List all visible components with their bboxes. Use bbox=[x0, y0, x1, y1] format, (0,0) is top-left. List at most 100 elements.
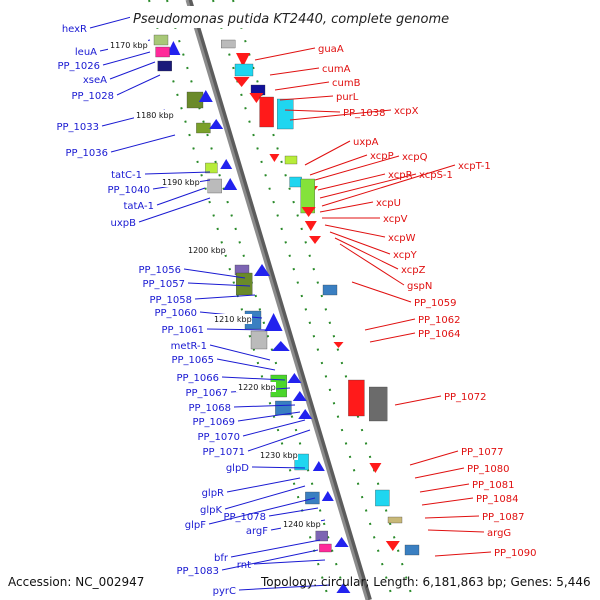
gene-label-pp-1026[interactable]: PP_1026 bbox=[57, 61, 100, 72]
gene-label-xsea[interactable]: xseA bbox=[83, 75, 107, 86]
gene-label-leua[interactable]: leuA bbox=[75, 47, 97, 58]
gene-arrow-reverse[interactable] bbox=[369, 463, 382, 473]
gene-label-pp-1087[interactable]: PP_1087 bbox=[482, 512, 525, 523]
gene-arrow-forward[interactable] bbox=[254, 264, 270, 276]
gene-label-rnt[interactable]: rnt bbox=[237, 560, 251, 571]
gene-label-tatc-1[interactable]: tatC-1 bbox=[111, 170, 142, 181]
gene-feature-block[interactable] bbox=[207, 178, 222, 194]
gene-label-pp-1061[interactable]: PP_1061 bbox=[161, 325, 204, 336]
gene-arrow-forward[interactable] bbox=[298, 409, 313, 419]
gene-label-pp-1036[interactable]: PP_1036 bbox=[65, 148, 108, 159]
gene-label-xcpx[interactable]: xcpX bbox=[394, 106, 419, 117]
gene-label-pp-1062[interactable]: PP_1062 bbox=[418, 315, 461, 326]
gene-feature-block[interactable] bbox=[387, 516, 403, 524]
gene-arrow-forward[interactable] bbox=[198, 90, 213, 102]
gene-arrow-reverse[interactable] bbox=[233, 77, 250, 87]
gene-label-cuma[interactable]: cumA bbox=[322, 64, 351, 75]
gene-feature-block[interactable] bbox=[322, 284, 338, 296]
gene-arrow-reverse[interactable] bbox=[269, 154, 280, 162]
gene-label-pp-1040[interactable]: PP_1040 bbox=[107, 185, 150, 196]
gene-arrow-reverse[interactable] bbox=[301, 207, 316, 217]
gene-label-bfr[interactable]: bfr bbox=[214, 553, 229, 564]
gene-label-pp-1090[interactable]: PP_1090 bbox=[494, 548, 537, 559]
gene-label-pp-1065[interactable]: PP_1065 bbox=[171, 355, 214, 366]
gene-label-pp-1033[interactable]: PP_1033 bbox=[56, 122, 99, 133]
gene-feature-block[interactable] bbox=[348, 379, 365, 417]
gene-label-pp-1072[interactable]: PP_1072 bbox=[444, 392, 487, 403]
gene-label-xcpu[interactable]: xcpU bbox=[376, 198, 401, 209]
gene-label-glpf[interactable]: glpF bbox=[185, 520, 206, 531]
gene-label-pp-1064[interactable]: PP_1064 bbox=[418, 329, 461, 340]
gene-label-xcpr[interactable]: xcpR bbox=[388, 170, 413, 181]
gene-arrow-reverse[interactable] bbox=[236, 53, 250, 67]
gene-arrow-forward[interactable] bbox=[223, 178, 238, 190]
gene-arrow-forward[interactable] bbox=[312, 461, 325, 471]
gene-label-pp-1067[interactable]: PP_1067 bbox=[185, 388, 228, 399]
gene-label-glpd[interactable]: glpD bbox=[226, 463, 249, 474]
gene-label-xcpz[interactable]: xcpZ bbox=[401, 265, 426, 276]
gene-label-pp-1059[interactable]: PP_1059 bbox=[414, 298, 457, 309]
gene-feature-block[interactable] bbox=[221, 39, 236, 49]
gene-feature-block[interactable] bbox=[277, 98, 294, 130]
gene-arrow-reverse[interactable] bbox=[249, 93, 264, 103]
gene-label-cumb[interactable]: cumB bbox=[332, 78, 361, 89]
gene-feature-block[interactable] bbox=[157, 60, 172, 72]
gene-feature-block[interactable] bbox=[153, 34, 169, 46]
gene-label-pp-1057[interactable]: PP_1057 bbox=[142, 279, 185, 290]
gene-label-pp-1080[interactable]: PP_1080 bbox=[467, 464, 510, 475]
gene-label-guaa[interactable]: guaA bbox=[318, 44, 344, 55]
gene-feature-block[interactable] bbox=[375, 489, 390, 507]
gene-label-pp-1083[interactable]: PP_1083 bbox=[176, 566, 219, 577]
gene-label-pp-1028[interactable]: PP_1028 bbox=[71, 91, 114, 102]
gene-feature-block[interactable] bbox=[315, 530, 328, 542]
gene-label-pp-1071[interactable]: PP_1071 bbox=[202, 447, 245, 458]
gene-arrow-forward[interactable] bbox=[334, 537, 349, 547]
gene-label-tata-1[interactable]: tatA-1 bbox=[123, 201, 154, 212]
gene-arrow-forward[interactable] bbox=[220, 159, 233, 169]
gene-arrow-reverse[interactable] bbox=[304, 221, 317, 231]
gene-label-xcpy[interactable]: xcpY bbox=[393, 250, 418, 261]
gene-label-glpr[interactable]: glpR bbox=[202, 488, 224, 499]
gene-label-pyrc[interactable]: pyrC bbox=[213, 586, 236, 597]
gene-label-xcpt-1[interactable]: xcpT-1 bbox=[458, 161, 491, 172]
gene-feature-block[interactable] bbox=[289, 176, 302, 188]
gene-feature-block[interactable] bbox=[196, 122, 211, 134]
gene-label-glpk[interactable]: glpK bbox=[200, 505, 222, 516]
gene-label-xcpp[interactable]: xcpP bbox=[370, 151, 394, 162]
gene-label-uxpb[interactable]: uxpB bbox=[111, 218, 137, 229]
gene-feature-block[interactable] bbox=[250, 330, 268, 350]
gene-arrow-forward[interactable] bbox=[321, 491, 334, 501]
gene-label-pp-1060[interactable]: PP_1060 bbox=[154, 308, 197, 319]
gene-labels[interactable]: hexRleuAPP_1026xseAPP_1028PP_1033PP_1036… bbox=[56, 24, 536, 597]
gene-feature-block[interactable] bbox=[294, 453, 309, 471]
gene-label-pp-1078[interactable]: PP_1078 bbox=[223, 512, 266, 523]
gene-label-pp-1056[interactable]: PP_1056 bbox=[138, 265, 181, 276]
gene-label-pp-1066[interactable]: PP_1066 bbox=[176, 373, 219, 384]
gene-feature-block[interactable] bbox=[275, 400, 292, 416]
gene-label-gspn[interactable]: gspN bbox=[407, 281, 432, 292]
gene-feature-block[interactable] bbox=[234, 63, 254, 77]
gene-arrow-forward[interactable] bbox=[209, 119, 224, 129]
gene-label-argf[interactable]: argF bbox=[246, 526, 268, 537]
gene-arrow-forward[interactable] bbox=[292, 391, 307, 401]
gene-label-pp-1038[interactable]: PP_1038 bbox=[343, 108, 386, 119]
gene-label-pp-1068[interactable]: PP_1068 bbox=[188, 403, 231, 414]
gene-label-argg[interactable]: argG bbox=[487, 528, 511, 539]
gene-arrow-forward[interactable] bbox=[264, 313, 283, 331]
gene-arrow-reverse[interactable] bbox=[385, 541, 400, 551]
gene-feature-block[interactable] bbox=[259, 96, 274, 128]
gene-label-uxpa[interactable]: uxpA bbox=[353, 137, 379, 148]
gene-arrow-forward[interactable] bbox=[287, 373, 302, 383]
gene-label-pp-1077[interactable]: PP_1077 bbox=[461, 447, 504, 458]
gene-feature-block[interactable] bbox=[305, 491, 320, 505]
gene-label-pp-1081[interactable]: PP_1081 bbox=[472, 480, 515, 491]
gene-feature-block[interactable] bbox=[404, 544, 420, 556]
gene-label-xcpq[interactable]: xcpQ bbox=[402, 152, 428, 163]
gene-feature-block[interactable] bbox=[155, 46, 170, 58]
gene-feature-block[interactable] bbox=[284, 155, 298, 165]
gene-label-pp-1069[interactable]: PP_1069 bbox=[192, 417, 235, 428]
gene-feature-block[interactable] bbox=[205, 162, 218, 174]
gene-feature-block[interactable] bbox=[369, 386, 388, 422]
gene-arrow-forward[interactable] bbox=[166, 41, 181, 55]
gene-feature-block[interactable] bbox=[319, 543, 332, 553]
